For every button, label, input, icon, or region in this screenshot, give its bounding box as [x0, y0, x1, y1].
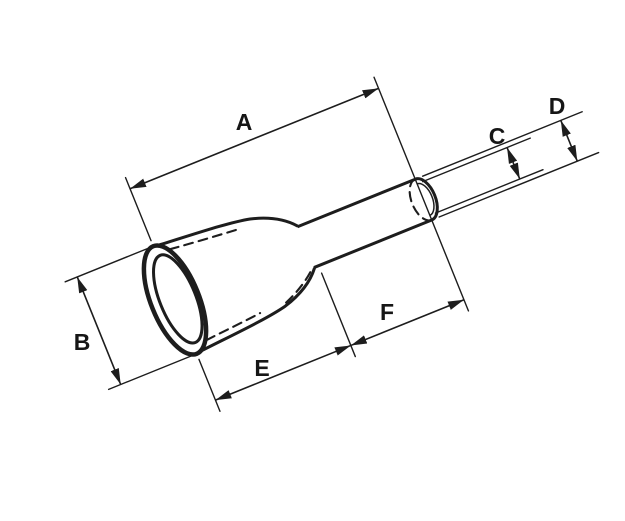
- collar-mouth-inner-rim: [152, 253, 204, 345]
- dimension-lines: [76, 87, 579, 401]
- dim-label-c: C: [489, 123, 506, 149]
- extension-line-b-top: [64, 245, 154, 283]
- extension-line-b-bottom: [107, 353, 198, 391]
- extension-line-e-left: [198, 358, 221, 412]
- dim-label-b: B: [74, 329, 91, 355]
- hidden-cone-bottom-edge: [205, 312, 262, 342]
- extension-lines: [64, 76, 600, 412]
- collar-top-contour: [156, 216, 299, 247]
- dim-label-f: F: [380, 299, 394, 325]
- rotated-drafting-plane: [64, 76, 600, 412]
- hidden-shoulder-edge: [285, 267, 314, 304]
- collar-bottom-contour: [199, 267, 316, 353]
- hidden-cone-top-edge: [168, 228, 239, 251]
- tube-end-bore-rim: [416, 182, 435, 217]
- extension-line-tube-end: [373, 76, 470, 312]
- extension-line-c-bottom: [434, 168, 544, 214]
- dimension-labels: A B C D E F: [74, 93, 566, 381]
- extension-line-a-left: [124, 176, 152, 242]
- dimension-f-tube-length: [350, 298, 465, 347]
- extension-line-collar-end: [320, 272, 357, 358]
- extension-line-d-bottom: [438, 151, 600, 218]
- dim-label-a: A: [236, 109, 253, 135]
- tube-end-face-far-rim: [408, 178, 433, 222]
- dimension-d-tube-diameter: [560, 120, 579, 162]
- extension-line-c-top: [421, 137, 531, 183]
- extension-line-d-top: [421, 111, 583, 177]
- dimension-b-collar-diameter: [76, 276, 122, 385]
- dimension-a-overall-length: [129, 87, 379, 190]
- tube-top-edge: [293, 177, 417, 230]
- ferrule-body: [141, 177, 439, 357]
- dimension-e-collar-length: [215, 344, 352, 401]
- dim-label-d: D: [549, 93, 566, 119]
- tube-fill: [294, 178, 438, 269]
- dim-label-e: E: [254, 355, 269, 381]
- tube-bottom-edge: [309, 218, 434, 271]
- dimension-c-bore-diameter: [506, 147, 521, 180]
